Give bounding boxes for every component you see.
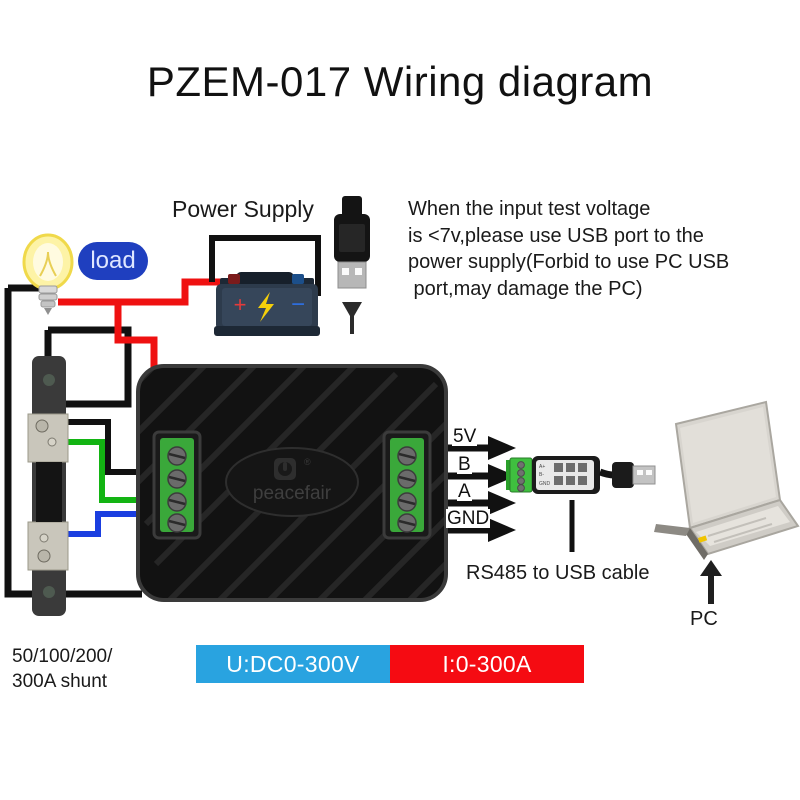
usb-plug-icon (330, 196, 374, 304)
wire-black-top-rail (48, 326, 132, 408)
svg-text:−: − (291, 291, 305, 318)
pin-label-b: B (457, 454, 472, 475)
svg-text:+: + (234, 292, 247, 317)
wire-black-to-terminal (52, 419, 160, 475)
pin-label-5v: 5V (452, 426, 478, 447)
svg-text:A+: A+ (539, 464, 545, 470)
load-badge: load (78, 242, 148, 280)
light-bulb-icon (22, 232, 74, 318)
shunt-label: 50/100/200/ 300A shunt (12, 646, 113, 692)
current-shunt (27, 356, 70, 616)
svg-text:B-: B- (539, 472, 544, 478)
rs485-to-usb-module: A+ B- GND (506, 452, 656, 498)
svg-text:peacefair: peacefair (253, 483, 332, 504)
usb-power-note: When the input test voltage is <7v,pleas… (408, 198, 730, 300)
voltage-range-badge: U:DC0-300V (196, 645, 390, 683)
laptop-pc (646, 396, 800, 572)
page-title: PZEM-017 Wiring diagram (146, 58, 654, 105)
svg-text:®: ® (304, 457, 311, 467)
wire-blue-sense (62, 511, 160, 537)
power-supply-label: Power Supply (172, 196, 314, 222)
wire-red-battery-to-load (58, 278, 222, 306)
pzem-017-device: ® peacefair (136, 364, 448, 602)
spec-banner: U:DC0-300V I:0-300A (196, 645, 584, 683)
svg-text:GND: GND (539, 481, 551, 487)
battery-icon: + − (212, 268, 322, 340)
rs485-cable-label: RS485 to USB cable (466, 562, 650, 584)
current-range-badge: I:0-300A (390, 645, 584, 683)
usb-direction-arrow (340, 300, 364, 336)
wire-black-supply-loop (209, 235, 321, 282)
pc-direction-arrow (700, 560, 722, 604)
pc-label: PC (690, 608, 718, 630)
pin-label-gnd: GND (446, 508, 491, 529)
pin-label-a: A (457, 481, 472, 502)
wire-black-load-return (4, 288, 142, 598)
wire-green-sense (62, 439, 160, 503)
